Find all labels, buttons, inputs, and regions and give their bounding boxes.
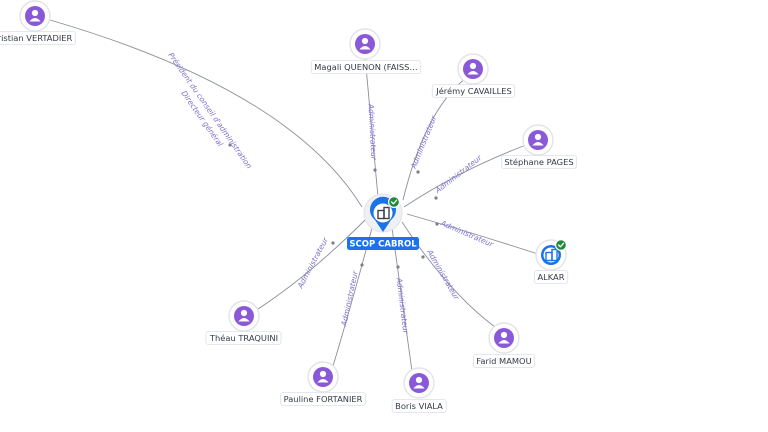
edge-vertadier — [49, 19, 363, 208]
node-viala[interactable]: Boris VIALA — [391, 367, 447, 413]
node-pages[interactable]: Stéphane PAGES — [501, 124, 577, 169]
edge-arrow-cavailles — [416, 170, 420, 174]
node-label-box — [501, 155, 577, 169]
node-vertadier[interactable]: ristian VERTADIER — [0, 0, 76, 45]
person-body — [498, 340, 510, 344]
node-label-box — [310, 60, 422, 74]
edge-arrow-alkar — [435, 222, 439, 226]
node-label-viala: Boris VIALA — [395, 401, 443, 411]
edge-label-quenon: Administrateur — [366, 103, 378, 161]
node-label-mamou: Farid MAMOU — [476, 356, 531, 366]
edge-arrow-vertadier — [228, 143, 232, 147]
edge-arrow-pages — [434, 196, 438, 200]
edge-label-traquini: Administrateur — [295, 235, 330, 290]
edge-pages — [403, 144, 527, 208]
edge-arrow-quenon — [373, 168, 377, 172]
person-body — [317, 379, 329, 383]
edge-alkar — [406, 213, 539, 255]
node-alkar[interactable]: ALKAR — [534, 239, 569, 284]
person-head — [534, 133, 542, 141]
edge-arrow-fortanier — [360, 263, 364, 267]
verified-check-icon — [388, 196, 401, 209]
edge-traquini — [257, 219, 366, 310]
person-body — [29, 18, 41, 22]
building-tower — [383, 206, 390, 220]
verified-check-icon — [554, 239, 567, 252]
building-tower — [551, 248, 558, 262]
person-head — [240, 309, 248, 317]
node-mamou[interactable]: Farid MAMOU — [472, 322, 536, 368]
edge-label-mamou: Administrateur — [425, 247, 462, 302]
person-icon — [234, 306, 254, 326]
person-head — [469, 62, 477, 70]
building-icon — [377, 206, 390, 220]
edge-arrow-viala — [396, 265, 400, 269]
person-body — [532, 142, 544, 146]
node-fortanier[interactable]: Pauline FORTANIER — [280, 361, 367, 406]
node-traquini[interactable]: Théau TRAQUINI — [205, 300, 282, 345]
edge-label-viala: Administrateur — [394, 276, 410, 335]
edge-arrow-mamou — [421, 255, 425, 259]
edge-label-pages: Administrateur — [433, 153, 484, 196]
person-body — [413, 385, 425, 389]
person-icon — [355, 34, 375, 54]
node-label-vertadier: ristian VERTADIER — [0, 33, 73, 43]
node-label-box — [205, 331, 282, 345]
edge-label-alkar: Administrateur — [439, 218, 496, 249]
node-label-box — [431, 84, 516, 98]
person-icon — [494, 328, 514, 348]
edge-label-vertadier: Président du conseil d'administration — [166, 51, 253, 171]
node-quenon[interactable]: Magali QUENON (FAISS… — [310, 28, 422, 74]
node-cavailles[interactable]: Jérémy CAVAILLES — [431, 53, 516, 98]
node-label-fortanier: Pauline FORTANIER — [284, 394, 363, 404]
center-label-box — [347, 237, 419, 250]
person-icon — [463, 59, 483, 79]
person-head — [361, 37, 369, 45]
person-body — [359, 46, 371, 50]
person-body — [238, 318, 250, 322]
center-label: SCOP CABROL — [349, 240, 417, 250]
edge-label-fortanier: Administrateur — [339, 269, 360, 328]
node-label-alkar: ALKAR — [537, 272, 564, 282]
building-icon — [541, 245, 561, 265]
person-icon — [528, 130, 548, 150]
person-icon — [25, 6, 45, 26]
node-label-box — [391, 399, 447, 413]
edge-arrow-traquini — [331, 241, 335, 245]
node-label-box — [0, 31, 76, 45]
person-head — [415, 376, 423, 384]
node-label-pages: Stéphane PAGES — [504, 157, 573, 167]
node-label-cavailles: Jérémy CAVAILLES — [435, 86, 511, 96]
nodes-layer: ristian VERTADIER Magali QUENON (FAISS… Jé… — [0, 0, 577, 413]
node-label-traquini: Théau TRAQUINI — [209, 333, 278, 343]
center-node[interactable]: SCOP CABROL — [347, 193, 419, 250]
node-label-box — [472, 354, 536, 368]
person-head — [500, 331, 508, 339]
person-head — [31, 9, 39, 17]
person-icon — [313, 367, 333, 387]
node-label-box — [280, 392, 367, 406]
person-body — [467, 71, 479, 75]
node-label-box — [534, 270, 569, 284]
person-icon — [409, 373, 429, 393]
node-label-quenon: Magali QUENON (FAISS… — [314, 62, 417, 72]
person-head — [319, 370, 327, 378]
edge-label-cavailles: Administrateur — [409, 114, 439, 171]
